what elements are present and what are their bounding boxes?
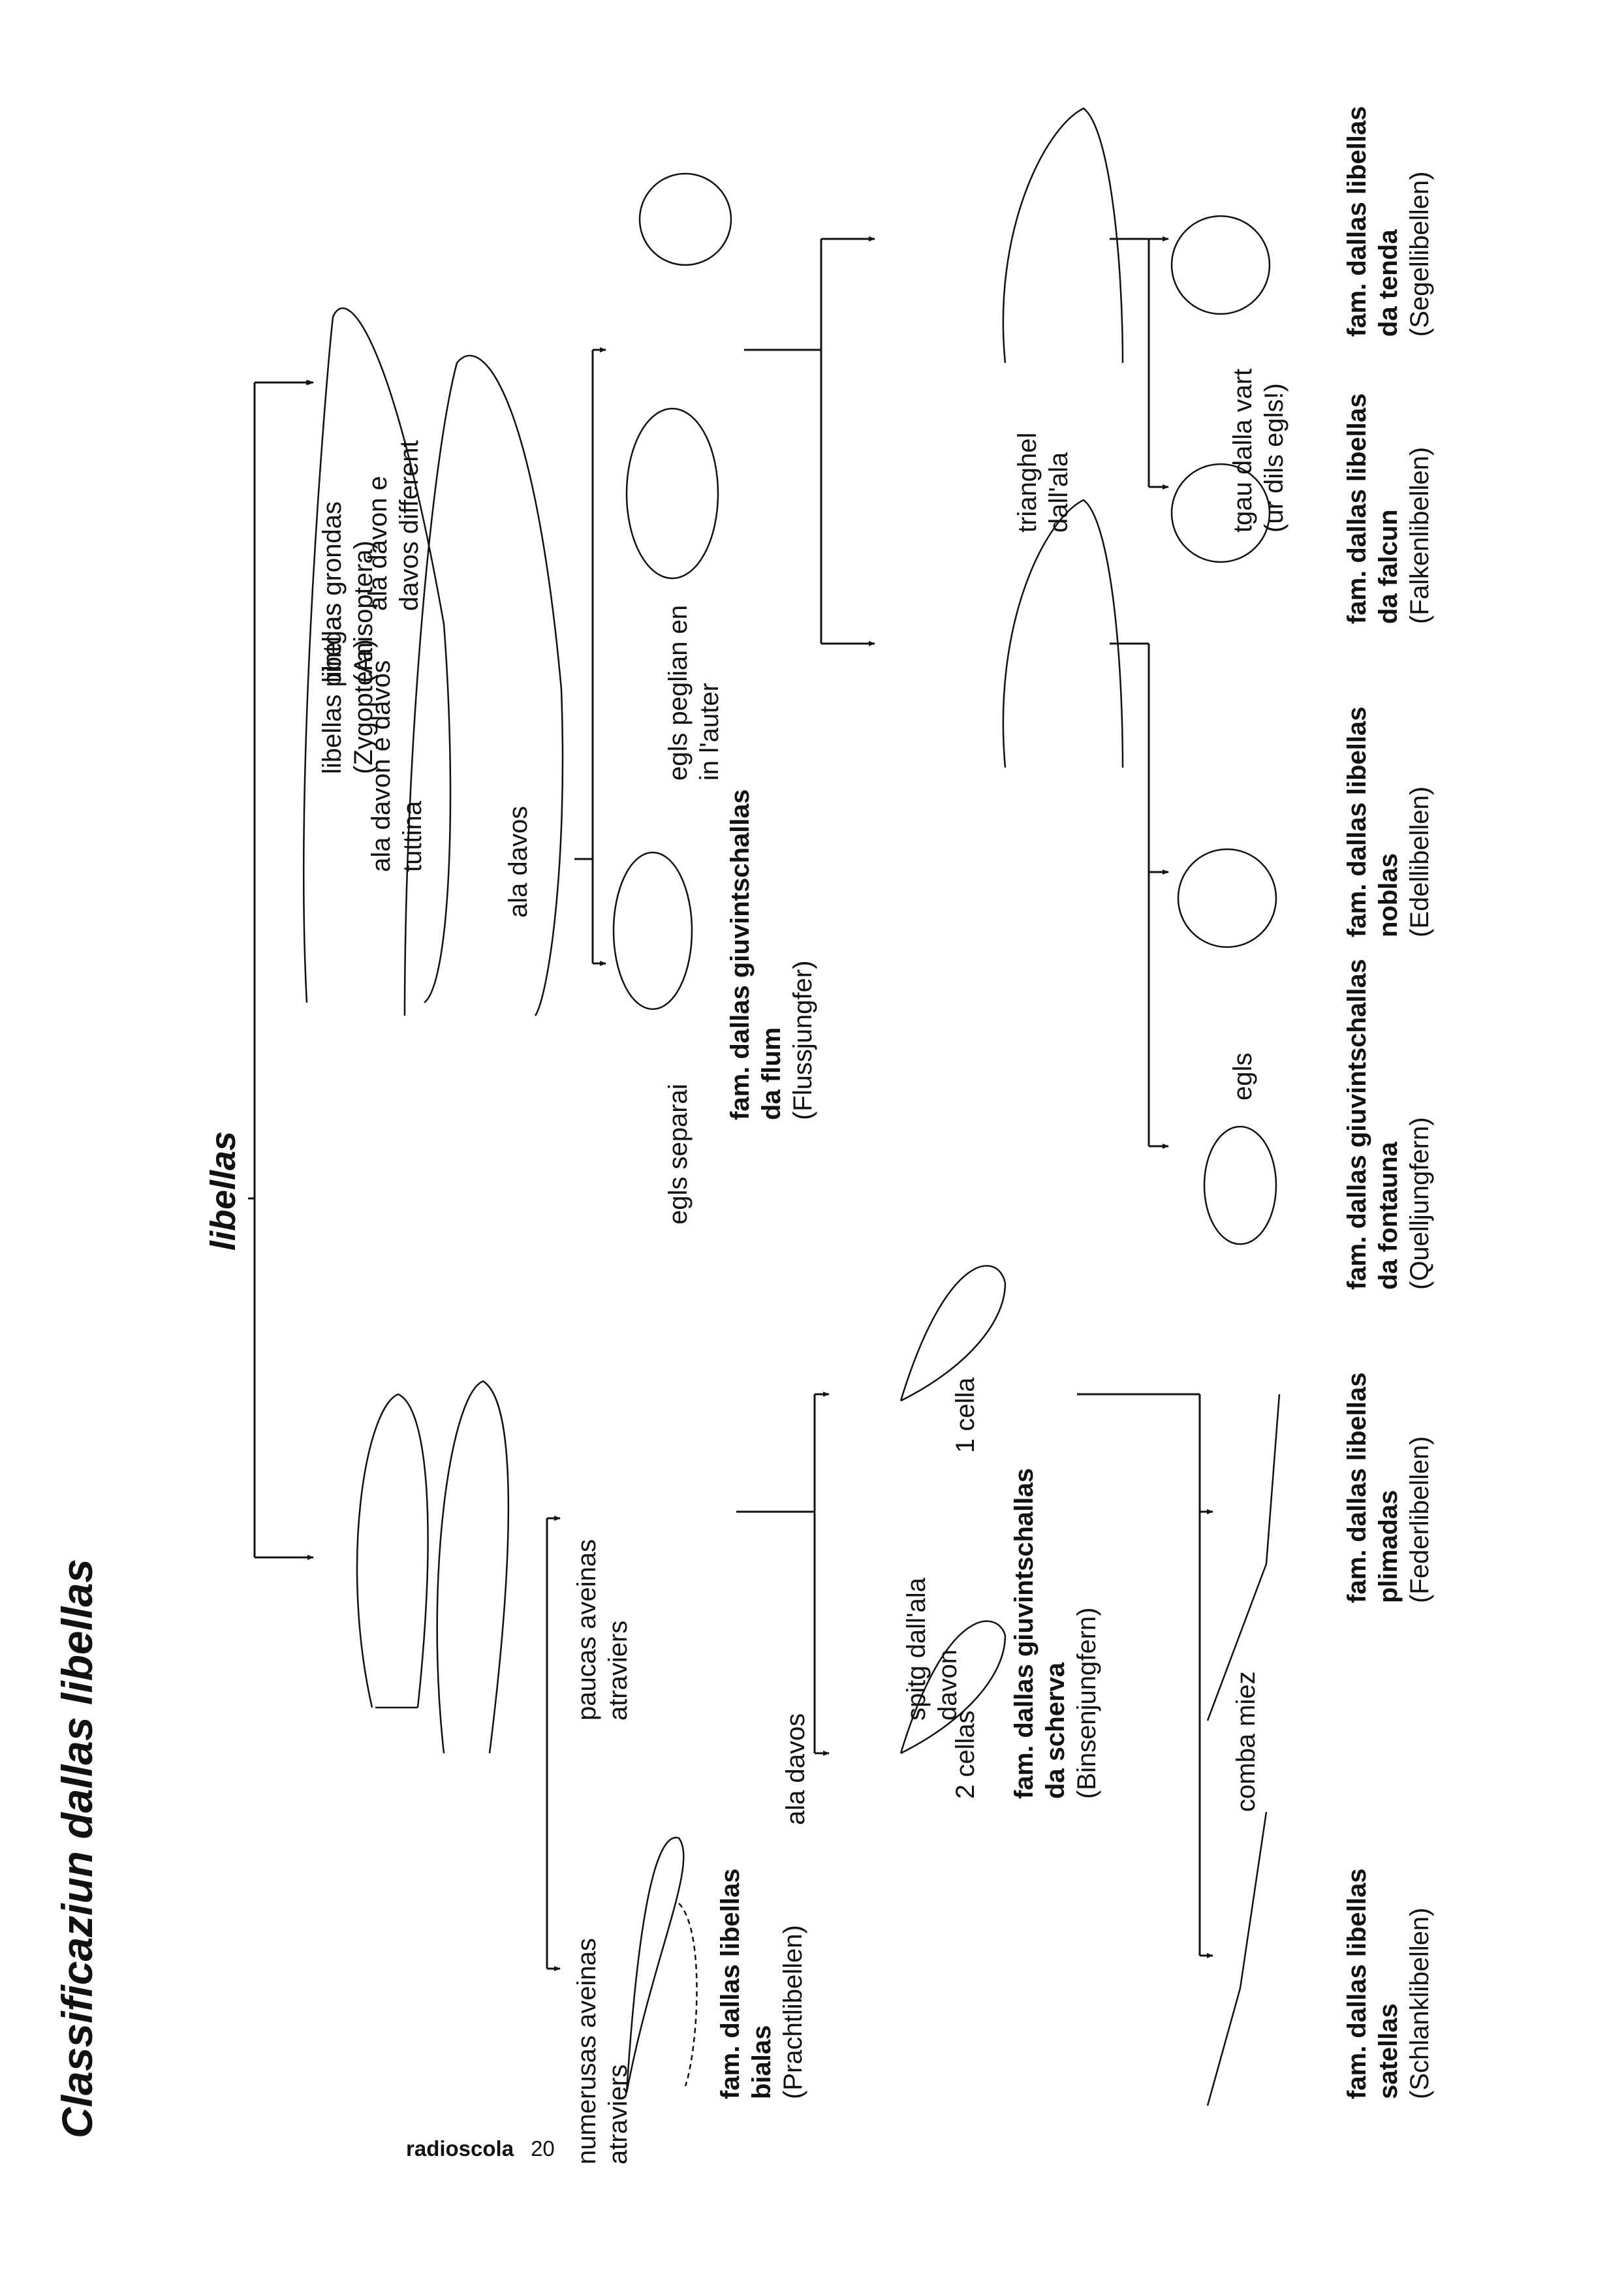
flum-head <box>612 851 693 1010</box>
page-footer: radioscola 20 <box>406 2136 555 2162</box>
touching-eyes-head <box>625 407 719 580</box>
family-noblas: fam. dallas libellas noblas(Edellibellen… <box>1343 706 1434 938</box>
zygoptera-hindwing <box>436 1380 510 1754</box>
bialas-wing <box>625 1837 685 2093</box>
zygoptera-connector <box>546 1517 554 1969</box>
satellas-leg <box>1206 1811 1268 2106</box>
falcun-head <box>1170 463 1271 563</box>
family-satellas: fam. dallas libellas satellas(Schlanklib… <box>1343 1868 1434 2100</box>
anisoptera-forewing <box>303 307 452 1003</box>
round-eyes-head <box>638 172 732 266</box>
plimadas-leg <box>1206 1394 1281 1721</box>
zyg-hindwing-note: ala davos <box>781 1713 810 1825</box>
one-cell-wing-tip <box>899 1265 1007 1402</box>
ani-hindwing-note: ala davos <box>504 805 533 918</box>
family-falcun: fam. dallas libellas da falcun(Falkenlib… <box>1343 393 1434 625</box>
page-title: Classificaziun dallas libellas <box>53 1559 101 2138</box>
few-veins-note: paucas aveinas atraviers <box>572 1539 632 1721</box>
one-cell-note: 1 cella <box>951 1377 980 1453</box>
middle-leg-note: comba miez <box>1232 1671 1260 1812</box>
root-connector <box>248 382 312 1559</box>
anisoptera-hindwing <box>403 354 564 1016</box>
two-cells-note: 2 cellas <box>951 1710 980 1799</box>
family-fontauna: fam. dallas giuvintschallas da fontauna(… <box>1343 959 1434 1290</box>
triangle-note: trianghel dall'ala <box>1013 432 1073 533</box>
fontauna-head <box>1203 1125 1277 1245</box>
family-tenda: fam. dallas libellas da tenda(Segellibel… <box>1343 106 1434 337</box>
family-plimadas: fam. dallas libellas plimadas(Federlibel… <box>1343 1372 1434 1604</box>
noblas-head <box>1177 848 1277 948</box>
ani-wings-note: ala davon e davos different <box>364 440 424 611</box>
back-face-note: tgau dalla vart (ur dils egls!) <box>1228 368 1288 533</box>
zyg-wings-note: ala davon e davos tuttina <box>367 660 427 872</box>
triangle-wing-same <box>1002 499 1124 768</box>
family-bialas: fam. dallas libellas bialas(Prachtlibell… <box>716 1868 807 2100</box>
footer-brand: radioscola <box>406 2136 514 2161</box>
family-flum: fam. dallas giuvintschallas da flum(Flus… <box>726 789 817 1120</box>
tenda-head <box>1170 215 1271 315</box>
family-scherva: fam. dallas giuvintschallas da scherva(B… <box>1010 1468 1101 1799</box>
page-number: 20 <box>531 2136 555 2161</box>
eyes-touch-note: egls peglian en in l'auter <box>664 604 724 781</box>
many-veins-note: numerusas aveinas atraviers <box>572 1938 632 2164</box>
scherva-wing-tip <box>899 1620 1007 1755</box>
zygoptera-forewing <box>356 1393 429 1708</box>
wing-tip-note: spitg dall'ala davon <box>902 1578 962 1721</box>
eyes-separate-note: egls separai <box>664 1084 693 1225</box>
triangle-wing-diff <box>1002 107 1124 364</box>
root-label: libellas <box>204 1131 243 1251</box>
eyes-note: egls <box>1228 1052 1257 1101</box>
